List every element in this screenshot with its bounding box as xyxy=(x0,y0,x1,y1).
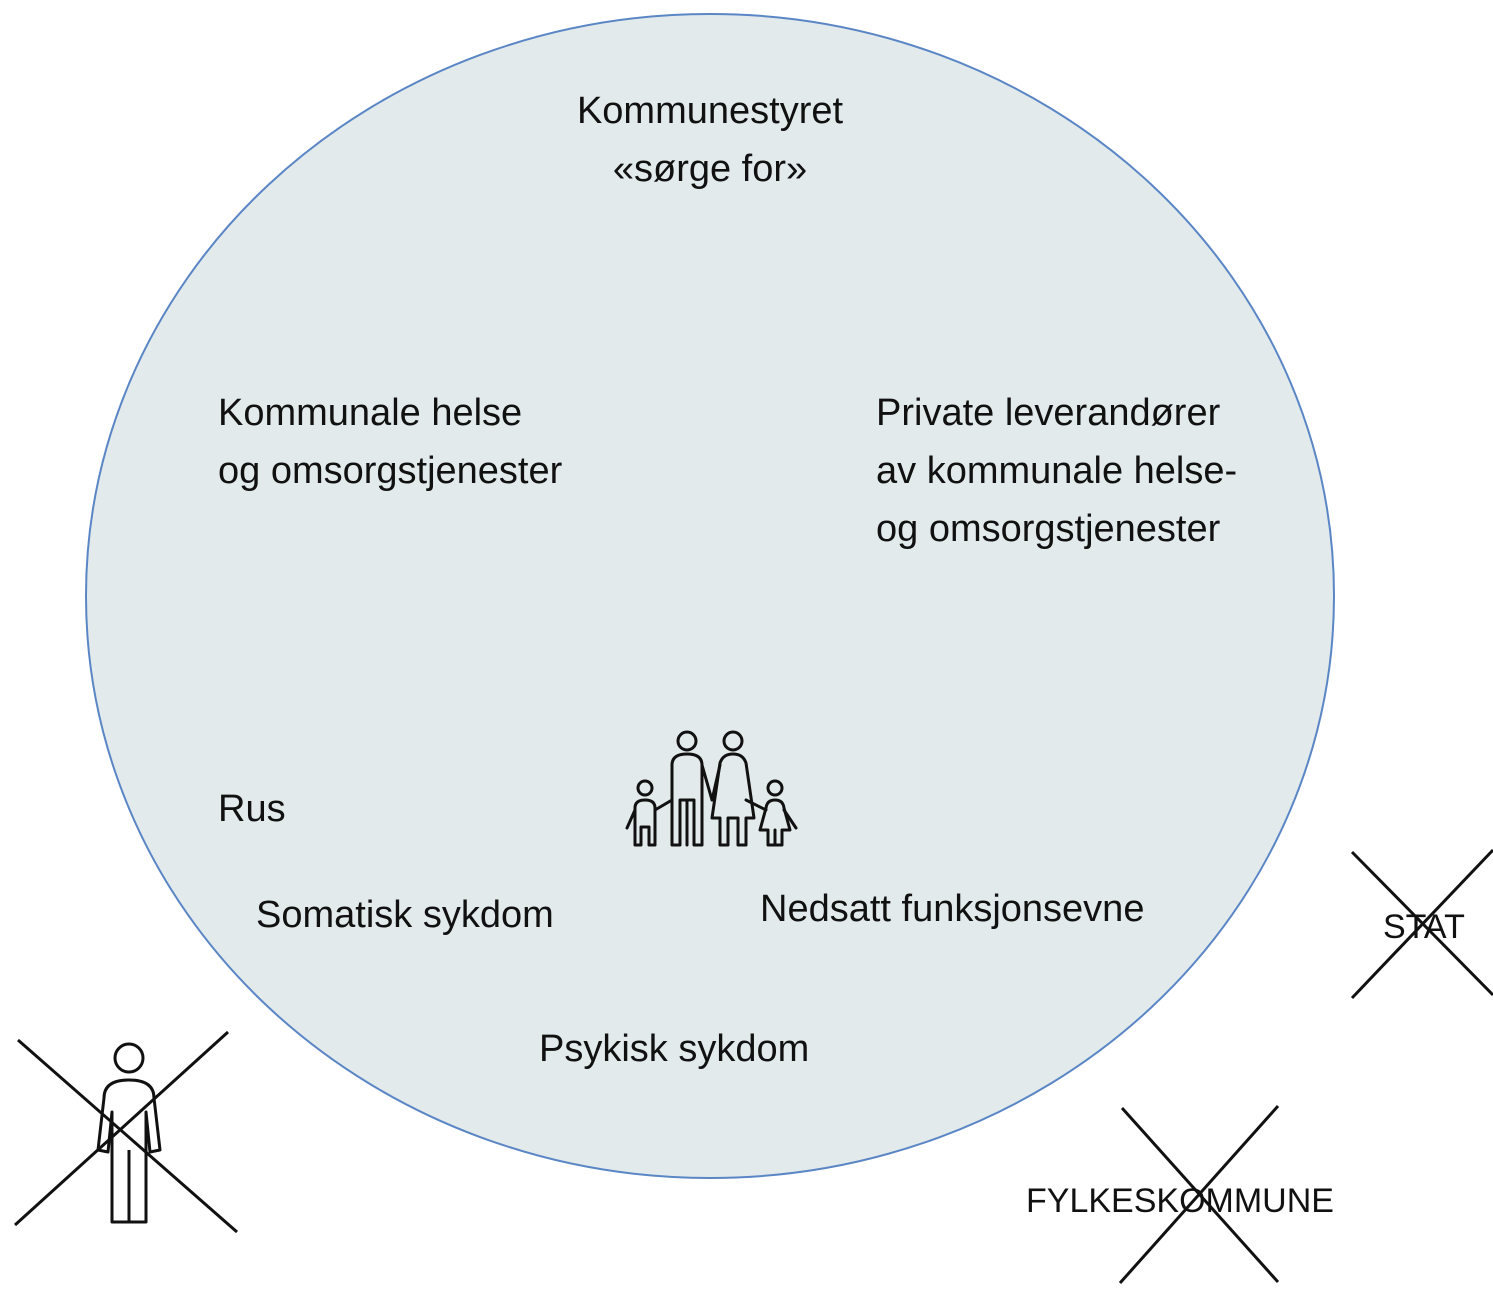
person-cross-icon xyxy=(13,1030,238,1234)
fylkeskommune-cross-icon xyxy=(1118,1105,1280,1284)
kommunale-tjenester-label: Kommunale helse og omsorgstjenester xyxy=(218,384,562,500)
stat-cross-icon xyxy=(1350,848,1493,1000)
private-line2: av kommunale helse- xyxy=(876,450,1238,492)
private-line3: og omsorgstjenester xyxy=(876,508,1221,550)
stat-label: STAT xyxy=(1383,908,1465,946)
kommunestyret-label: Kommunestyret «sørge for» xyxy=(530,82,890,198)
kommunestyret-line1: Kommunestyret xyxy=(576,90,844,132)
rus-label: Rus xyxy=(218,788,286,830)
municipality-circle xyxy=(85,13,1335,1179)
person-icon xyxy=(96,1042,162,1224)
family-icon xyxy=(625,730,798,847)
kommunale-line1: Kommunale helse xyxy=(218,392,523,434)
somatisk-sykdom-label: Somatisk sykdom xyxy=(256,894,554,936)
kommunestyret-line2: «sørge for» xyxy=(612,148,808,190)
kommunale-line2: og omsorgstjenester xyxy=(218,450,563,492)
private-line1: Private leverandører xyxy=(876,392,1221,434)
psykisk-sykdom-label: Psykisk sykdom xyxy=(539,1028,810,1070)
fylkeskommune-label: FYLKESKOMMUNE xyxy=(1026,1182,1334,1220)
private-leverandorer-label: Private leverandører av kommunale helse-… xyxy=(876,384,1237,558)
nedsatt-funksjonsevne-label: Nedsatt funksjonsevne xyxy=(760,888,1145,930)
